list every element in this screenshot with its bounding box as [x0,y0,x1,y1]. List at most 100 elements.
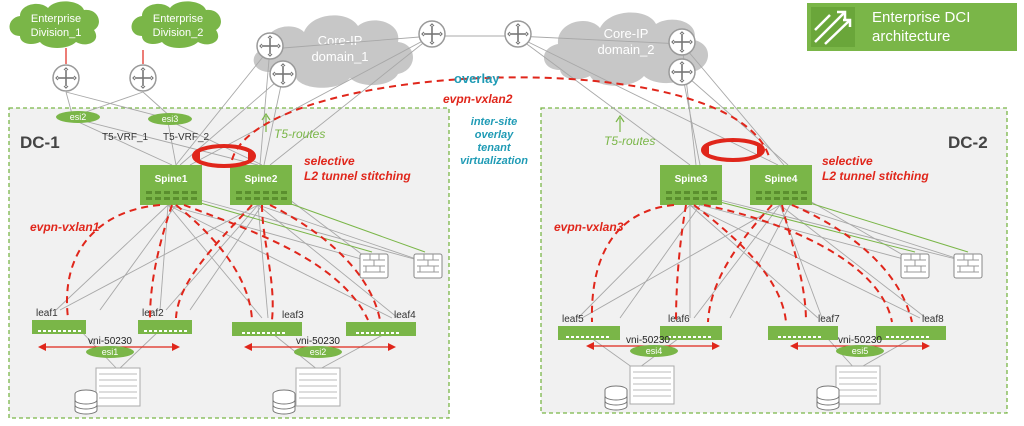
leaf3-label: leaf3 [282,310,304,321]
leaf2-label: leaf2 [142,308,164,319]
dc1-esi-top: esi2 esi3 T5-VRF_1 T5-VRF_2 [56,111,210,143]
t5-vrf-1-label: T5-VRF_1 [102,132,149,143]
leaf7-label: leaf7 [818,314,840,325]
t5-vrf-2-label: T5-VRF_2 [163,132,210,143]
dc1-esi-2-label: esi2 [310,347,327,357]
leaf6-label: leaf6 [668,314,690,325]
dc1-storage-1[interactable] [74,389,98,415]
dc2-selective-line1: selective [822,154,873,168]
dc1-firewall-2[interactable] [413,253,443,279]
dc2-firewall-2[interactable] [953,253,983,279]
dc2-esi-5-label: esi5 [852,346,869,356]
dc1-firewall-1[interactable] [359,253,389,279]
intersite-line2: overlay [475,129,514,141]
dc2-storage-1[interactable] [604,385,628,411]
dc1-selective-line1: selective [304,154,355,168]
dc1-vni-right: vni-50230 esi2 [244,336,396,358]
dc1-label: DC-1 [20,133,60,152]
link-lines [55,35,969,371]
spine3[interactable]: Spine3 [660,165,722,205]
dc2-stitching-ring [701,138,765,162]
ent-2-line1: Enterprise [153,13,203,25]
leaf1-label: leaf1 [36,308,58,319]
core1-router-a[interactable] [256,32,284,60]
dc2-vni-1-label: vni-50230 [626,335,670,346]
dc1-server-1[interactable] [95,367,141,407]
leaf3[interactable]: leaf3 [232,310,304,336]
leaf7[interactable]: leaf7 [768,314,840,340]
ent-2-line2: Division_2 [153,27,204,39]
dc2-storage-2[interactable] [816,385,840,411]
core-ip-domain-2-cloud: Core-IP domain_2 [543,12,709,86]
title-badge: Enterprise DCI architecture [807,3,1017,51]
firewall-links [189,199,969,253]
dc2-evpn-label: evpn-vxlan3 [554,220,624,234]
intersite-line3: tenant [478,142,512,154]
core-2-line1: Core-IP [604,26,649,41]
dc1-storage-2[interactable] [272,389,296,415]
spine2[interactable]: Spine2 [230,165,292,205]
leaf5[interactable]: leaf5 [558,314,620,340]
leaf2[interactable]: leaf2 [138,308,192,334]
spine2-label: Spine2 [245,174,278,185]
leaf4[interactable]: leaf4 [346,310,416,336]
rising-arrows-icon [814,10,852,45]
dc1-server-2[interactable] [295,367,341,407]
enterprise-router-1[interactable] [52,64,80,92]
dc1-selective-line2: L2 tunnel stitching [304,169,411,183]
core2-router-a[interactable] [504,20,532,48]
dc1-stitching-ring [192,144,256,168]
esi2-top-label: esi2 [70,112,87,122]
dc2-vni-right: vni-50230 esi5 [790,335,930,357]
intersite-line4: virtualization [460,155,528,167]
evpn-tunnels [66,76,913,323]
dc2-t5-label: T5-routes [604,134,655,148]
core2-router-b[interactable] [668,28,696,56]
dc2-firewall-1[interactable] [900,253,930,279]
dc1-vni-2-label: vni-50230 [296,336,340,347]
dc1-t5-label: T5-routes [274,127,325,141]
spine3-label: Spine3 [675,174,708,185]
dc2-t5-routes: T5-routes [604,114,655,148]
spine1-label: Spine1 [155,174,188,185]
dc2-label: DC-2 [948,133,988,152]
leaf8-label: leaf8 [922,314,944,325]
dc2-vni-2-label: vni-50230 [838,335,882,346]
leaf5-label: leaf5 [562,314,584,325]
enterprise-router-2[interactable] [129,64,157,92]
leaf1[interactable]: leaf1 [32,308,86,334]
dc2-server-1[interactable] [629,365,675,405]
spine4[interactable]: Spine4 [750,165,812,205]
ent-1-line1: Enterprise [31,13,81,25]
dc1-vni-1-label: vni-50230 [88,336,132,347]
interdc-evpn-label: evpn-vxlan2 [443,92,513,106]
dc2-vni-left: vni-50230 esi4 [586,335,720,357]
intersite-line1: inter-site [471,116,517,128]
leaf6[interactable]: leaf6 [660,314,722,340]
core2-router-c[interactable] [668,58,696,86]
ent-1-line2: Division_1 [31,27,82,39]
core1-router-b[interactable] [269,60,297,88]
title-line1: Enterprise DCI [872,9,970,26]
leaf8[interactable]: leaf8 [876,314,946,340]
overlay-label: overlay [454,71,500,86]
spine4-label: Spine4 [765,174,798,185]
dc2-selective-line2: L2 tunnel stitching [822,169,929,183]
core-1-line2: domain_1 [311,49,368,64]
core-1-line1: Core-IP [318,33,363,48]
dc1-vni-left: vni-50230 esi1 [38,336,180,358]
enterprise-division-2-cloud: Enterprise Division_2 [131,1,221,49]
leaf4-label: leaf4 [394,310,416,321]
esi3-top-label: esi3 [162,114,179,124]
dc2-esi-4-label: esi4 [646,346,663,356]
enterprise-links [65,48,144,64]
dc1-evpn-label: evpn-vxlan1 [30,220,100,234]
dc2-server-2[interactable] [835,365,881,405]
dc1-t5-routes: T5-routes [261,112,325,141]
enterprise-division-1-cloud: Enterprise Division_1 [9,1,99,49]
core-2-line2: domain_2 [597,42,654,57]
spine1[interactable]: Spine1 [140,165,202,205]
dc1-esi-1-label: esi1 [102,347,119,357]
core1-router-c[interactable] [418,20,446,48]
